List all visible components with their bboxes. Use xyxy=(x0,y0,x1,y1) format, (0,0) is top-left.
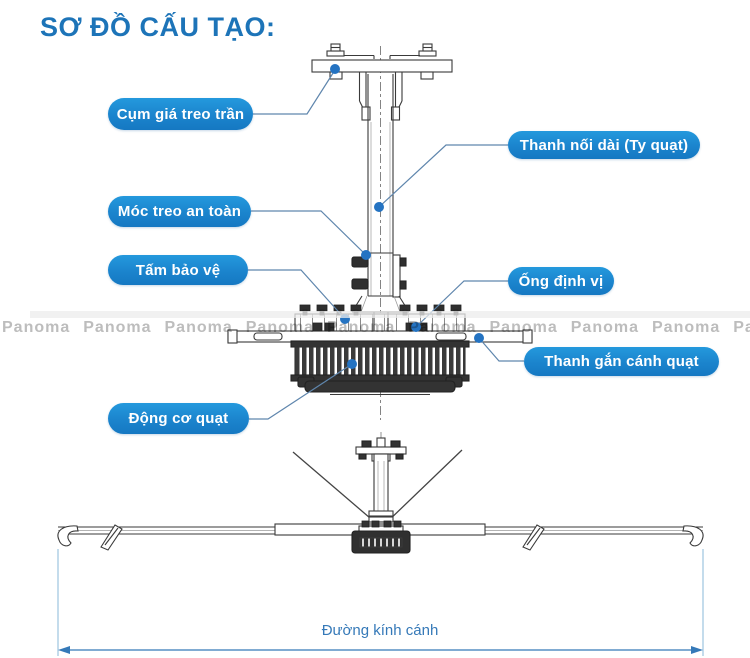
callout-safety-hook: Móc treo an toàn xyxy=(108,196,251,227)
callout-ceiling-mount: Cụm giá treo trần xyxy=(108,98,253,130)
callout-positioning-tube: Ống định vị xyxy=(508,267,614,295)
callout-protective-plate: Tấm bảo vệ xyxy=(108,255,248,285)
callout-fan-motor: Động cơ quạt xyxy=(108,403,249,434)
callout-blade-mount-bar: Thanh gắn cánh quạt xyxy=(524,347,719,376)
front-view-drawing xyxy=(227,43,533,420)
callout-extension-rod: Thanh nối dài (Ty quạt) xyxy=(508,131,700,159)
dimension-arrow xyxy=(57,549,704,656)
page-title: SƠ ĐỒ CẤU TẠO: xyxy=(40,12,276,42)
side-view-drawing xyxy=(57,432,704,554)
callout-dots xyxy=(330,64,484,369)
blade-diameter-label: Đường kính cánh xyxy=(321,622,439,639)
